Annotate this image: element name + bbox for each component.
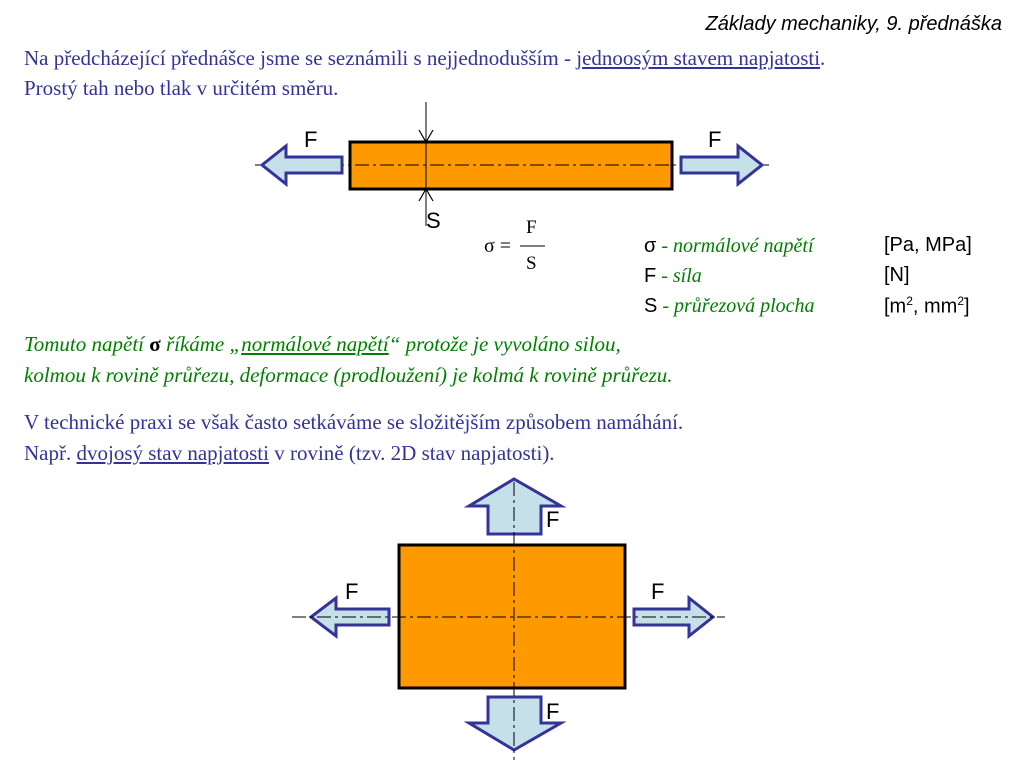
legend-desc: normálové napětí [673, 235, 814, 257]
legend-row-area: S - průřezová plocha [644, 291, 815, 321]
green-text-part: “ protože je vyvoláno silou, [388, 332, 621, 356]
force-label-right-2: F [651, 579, 665, 604]
unit-superscript: 2 [906, 294, 913, 308]
legend-row-sigma: σ - normálové napětí [644, 231, 814, 261]
force-arrow-left-icon [259, 142, 344, 188]
sigma-symbol: σ [149, 332, 161, 356]
force-arrow-up-icon [463, 477, 567, 536]
unit-part: ] [964, 295, 970, 318]
tech-line-1: V technické praxi se však často setkávám… [24, 410, 684, 434]
force-label-right: F [708, 127, 722, 152]
legend-symbol: S [644, 295, 658, 317]
formula-numerator: F [526, 217, 537, 238]
unit-superscript: 2 [957, 294, 965, 308]
normal-stress-link: normálové napětí [241, 332, 389, 356]
legend-unit-sigma: [Pa, MPa] [884, 234, 972, 256]
section-arrow-bottom-icon [418, 187, 434, 202]
intro-line-2: Prostý tah nebo tlak v určitém směru. [24, 76, 339, 100]
legend-row-force: F - síla [644, 261, 702, 291]
legend-dash: - [656, 235, 674, 257]
tech-text-part: v rovině (tzv. 2D stav napjatosti). [268, 441, 555, 465]
legend-symbol: σ [644, 235, 657, 257]
legend-symbol: F [644, 265, 657, 287]
uniaxial-diagram [255, 102, 770, 226]
legend-desc: síla [672, 265, 702, 287]
tech-line-2: Např. dvojosý stav napjatosti v rovině (… [24, 440, 555, 467]
force-arrow-down-icon [463, 695, 567, 752]
biaxial-diagram [292, 477, 725, 760]
legend-dash: - [656, 265, 673, 287]
normal-stress-line-2: kolmou k rovině průřezu, deformace (prod… [24, 363, 673, 387]
legend-dash: - [657, 295, 675, 317]
force-label-left: F [304, 127, 318, 152]
legend-unit-area: [m2, mm2] [884, 294, 970, 319]
force-label-left-2: F [345, 579, 359, 604]
slide-header-title: Základy mechaniky, 9. přednáška [705, 13, 1002, 35]
unit-part: , mm [912, 295, 958, 318]
unit-part: [m [884, 295, 907, 318]
normal-stress-line-1: Tomuto napětí σ říkáme „normálové napětí… [24, 331, 621, 358]
uniaxial-stress-link: jednoosým stavem napjatosti [576, 46, 821, 70]
section-label: S [426, 208, 441, 233]
force-arrow-right-icon [679, 142, 765, 188]
biaxial-stress-link: dvojosý stav napjatosti [76, 441, 269, 465]
intro-line-1: Na předcházející přednášce jsme se sezná… [24, 45, 825, 72]
force-label-top: F [546, 507, 560, 532]
green-text-part: Tomuto napětí [24, 332, 150, 356]
formula-lhs: σ = [484, 235, 512, 257]
force-label-bottom: F [546, 699, 560, 724]
green-text-part: říkáme „ [160, 332, 242, 356]
intro-line-1-end: . [820, 46, 826, 70]
intro-line-1-text: Na předcházející přednášce jsme se sezná… [24, 46, 577, 70]
section-arrow-top-icon [418, 129, 434, 144]
legend-unit-force: [N] [884, 264, 910, 286]
legend-desc: průřezová plocha [674, 295, 815, 317]
formula-denominator: S [526, 253, 537, 274]
tech-text-part: Např. [24, 441, 77, 465]
